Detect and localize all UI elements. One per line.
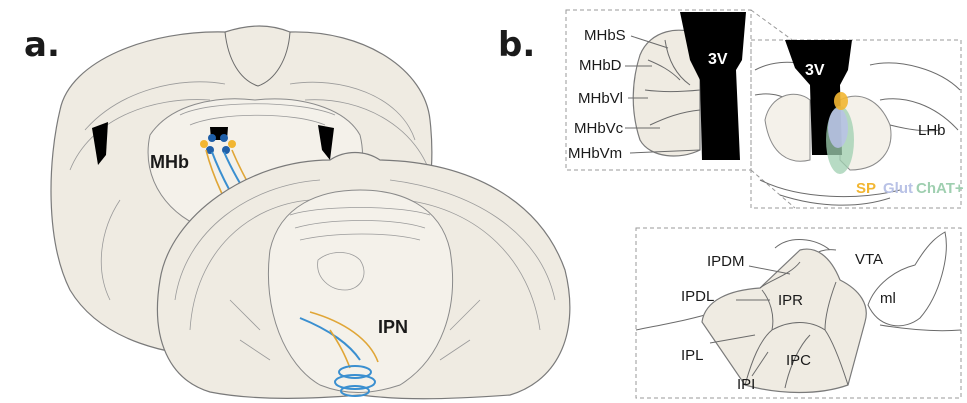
label-vta: VTA (855, 251, 883, 268)
mhb-marker-blue (220, 134, 228, 142)
label-ipr: IPR (778, 292, 803, 309)
medial-lemniscus (868, 232, 946, 326)
mhb-marker-gold (200, 140, 208, 148)
legend-chat: ChAT+ (916, 180, 964, 197)
panel-a-letter: a. (24, 25, 60, 65)
label-mhbs: MHbS (584, 27, 626, 44)
label-mhbvm: MHbVm (568, 145, 622, 162)
legend-sp: SP (856, 180, 876, 197)
label-ipc: IPC (786, 352, 811, 369)
label-ml: ml (880, 290, 896, 307)
label-mhb: MHb (150, 152, 189, 172)
mhb-marker-blue (222, 146, 230, 154)
glut-population (828, 108, 848, 148)
mhb-marker-blue (208, 134, 216, 142)
panel-b-letter: b. (498, 25, 535, 65)
label-ipdl: IPDL (681, 288, 714, 305)
label-3v-section: 3V (805, 62, 825, 79)
legend: SP Glut ChAT+ (856, 180, 964, 197)
ipn-section (636, 228, 961, 398)
sp-population (834, 92, 848, 110)
label-ipn: IPN (378, 317, 408, 337)
label-mhbvl: MHbVl (578, 90, 623, 107)
label-mhbvc: MHbVc (574, 120, 624, 137)
label-ipdm: IPDM (707, 253, 745, 270)
label-ipl: IPL (681, 347, 704, 364)
legend-glut: Glut (883, 180, 913, 197)
label-mhbd: MHbD (579, 57, 622, 74)
label-3v-zoom: 3V (708, 51, 728, 68)
mhb-marker-gold (228, 140, 236, 148)
label-ipi: IPI (737, 376, 755, 393)
label-lhb: LHb (918, 122, 946, 139)
